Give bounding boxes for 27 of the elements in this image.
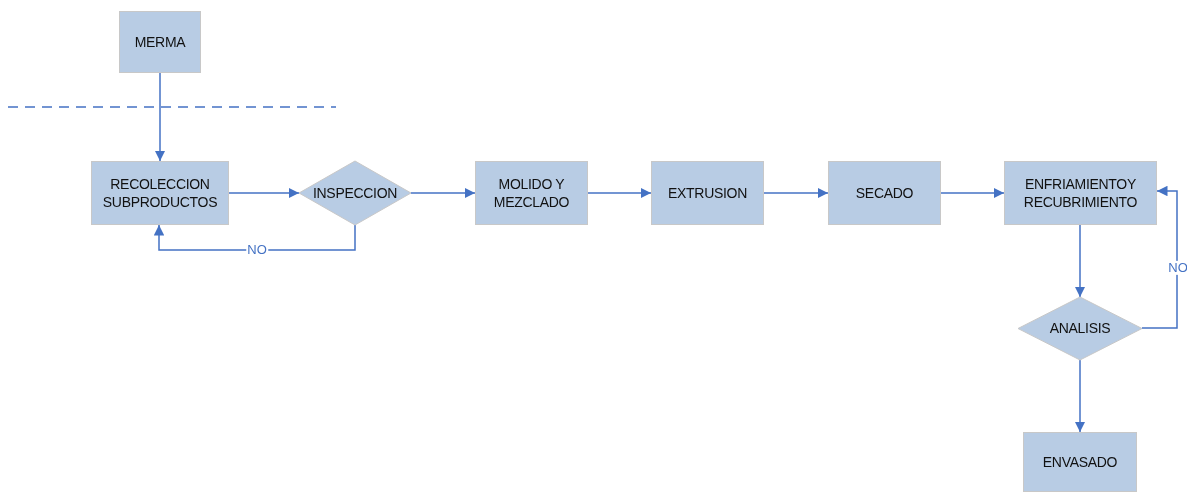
- arrow: [763, 187, 829, 199]
- node-label: SECADO: [855, 183, 914, 203]
- node-label: ENVASADO: [1042, 452, 1118, 472]
- node-label: INSPECCION: [312, 183, 398, 203]
- process-box: [475, 161, 588, 225]
- node-label: EXTRUSION: [668, 183, 747, 203]
- edge-label: NO: [1167, 260, 1187, 276]
- process-box: [1004, 161, 1157, 225]
- process-box: [1023, 432, 1137, 492]
- arrow: [410, 187, 476, 199]
- process-box: [651, 161, 764, 225]
- node-label: ENFRIAMIENTOY RECUBRIMIENTO: [1022, 174, 1139, 212]
- process-box: [828, 161, 941, 225]
- process-box: [119, 11, 201, 73]
- arrow: [1141, 185, 1178, 329]
- arrow: [228, 187, 300, 199]
- arrow: [154, 72, 166, 162]
- arrow: [153, 224, 356, 251]
- process-box: [91, 161, 229, 225]
- node-label: MOLIDO Y MEZCLADO: [492, 174, 571, 212]
- arrow: [587, 187, 652, 199]
- arrow: [1074, 224, 1086, 298]
- node-label: RECOLECCION SUBPRODUCTOS: [101, 174, 219, 212]
- arrow: [940, 187, 1005, 199]
- arrow: [1074, 359, 1086, 433]
- node-label: ANALISIS: [1049, 319, 1111, 338]
- node-label: MERMA: [134, 32, 186, 52]
